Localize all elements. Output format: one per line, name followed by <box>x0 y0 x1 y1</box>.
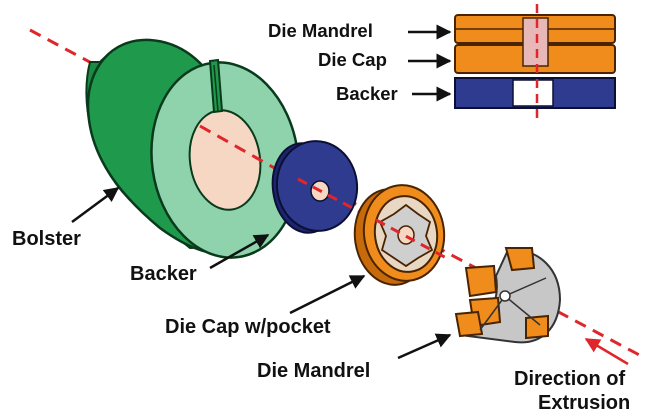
die-cap-pocket-label: Die Cap w/pocket <box>165 316 331 338</box>
backer-label: Backer <box>130 263 197 285</box>
bolster-label: Bolster <box>12 228 81 250</box>
inset-backer-label: Backer <box>336 83 398 104</box>
arrow-icon <box>72 188 118 222</box>
arrow-icon <box>290 276 364 313</box>
direction-arrow-icon <box>586 339 628 364</box>
inset-die-cap-label: Die Cap <box>318 49 387 70</box>
direction-label-line2: Extrusion <box>538 392 630 413</box>
bolster-part <box>86 40 311 267</box>
cross-section-inset <box>455 4 615 122</box>
die-mandrel-label: Die Mandrel <box>257 360 370 382</box>
inset-die-mandrel-label: Die Mandrel <box>268 20 373 41</box>
die-cap-part <box>349 180 451 290</box>
direction-label-line1: Direction of <box>514 368 625 390</box>
die-mandrel-part <box>456 248 560 342</box>
arrow-icon <box>398 335 450 358</box>
